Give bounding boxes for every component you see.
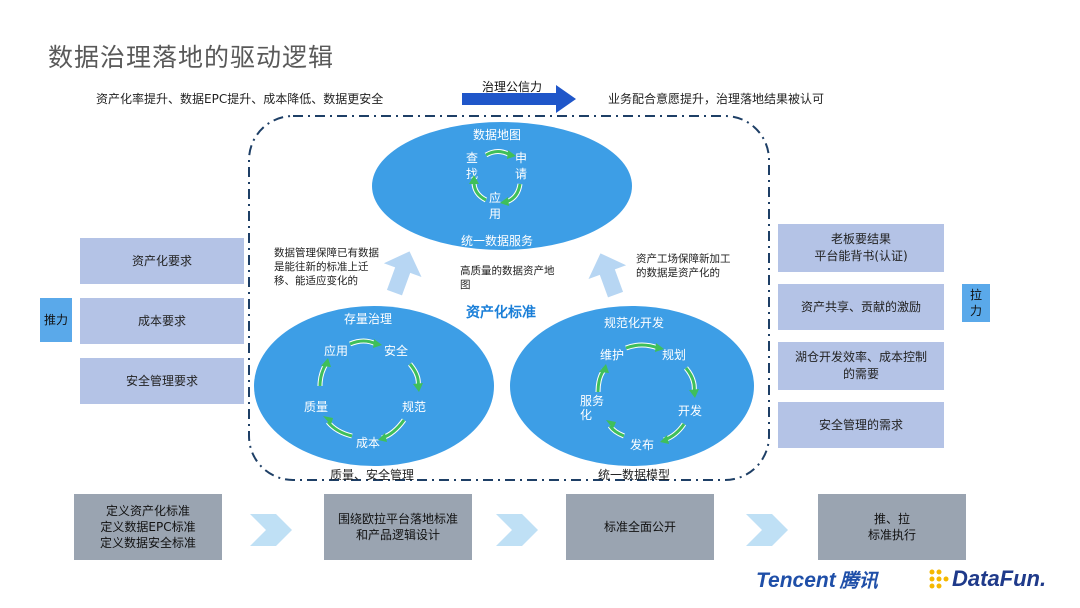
- flow-step-design: 围绕欧拉平台落地标准和产品逻辑设计: [324, 494, 472, 560]
- flow-step-define: 定义资产化标准 定义数据EPC标准 定义数据安全标准: [74, 494, 222, 560]
- right-cycle-maintain: 维护: [600, 348, 625, 362]
- push-label: 推力: [40, 298, 72, 342]
- stock-governance-title: 存量治理: [344, 312, 393, 326]
- pull-item-security-need: 安全管理的需求: [778, 402, 944, 448]
- right-cycle-service: 服务化: [580, 394, 605, 422]
- note-right: 资产工场保障新加工的数据是资产化的: [636, 253, 731, 279]
- left-cycle-norm: 规范: [402, 400, 427, 414]
- tencent-logo-text: Tencent: [756, 569, 836, 592]
- up-arrow-left: [383, 251, 422, 296]
- right-cycle-plan: 规划: [662, 348, 687, 362]
- right-cycle-arrows: [595, 342, 699, 444]
- pull-item-sharing: 资产共享、贡献的激励: [778, 284, 944, 330]
- standard-dev-ellipse: [510, 306, 754, 466]
- top-right-arrow: [462, 85, 576, 113]
- pull-label: 拉力: [962, 284, 990, 322]
- data-map-ellipse: [372, 122, 632, 250]
- left-cycle-quality: 质量: [304, 400, 329, 414]
- data-map-title: 数据地图: [473, 128, 522, 142]
- flow-chevron-1: [250, 514, 292, 546]
- top-arrow-label: 治理公信力: [482, 80, 543, 94]
- flow-chevron-2: [496, 514, 538, 546]
- left-cycle-apply: 应用: [324, 344, 349, 358]
- cycle-apply: 申请: [515, 151, 528, 181]
- center-label: 资产化标准: [466, 305, 536, 321]
- top-right-text: 业务配合意愿提升，治理落地结果被认可: [608, 92, 825, 106]
- datafun-mark-icon: [929, 569, 949, 589]
- left-cycle-safety: 安全: [384, 344, 409, 358]
- pull-item-efficiency: 湖仓开发效率、成本控制的需要: [778, 342, 944, 390]
- push-item-security: 安全管理要求: [80, 358, 244, 404]
- datafun-logo: DataFun.: [928, 566, 1046, 592]
- pull-item-boss: 老板要结果 平台能背书(认证): [778, 224, 944, 272]
- top-cycle-arrows: [469, 149, 523, 206]
- up-arrow-right: [588, 253, 627, 298]
- right-cycle-develop: 开发: [678, 404, 703, 418]
- left-cycle-arrows: [317, 338, 423, 442]
- left-caption: 质量、安全管理: [330, 468, 415, 482]
- stock-governance-ellipse: [254, 306, 494, 466]
- right-caption: 统一数据模型: [598, 468, 671, 482]
- datafun-logo-text: DataFun.: [952, 566, 1047, 591]
- standard-dev-title: 规范化开发: [604, 316, 665, 330]
- top-left-text: 资产化率提升、数据EPC提升、成本降低、数据更安全: [96, 92, 384, 106]
- left-cycle-cost: 成本: [356, 436, 381, 450]
- tencent-logo: Tencent 腾讯: [756, 566, 878, 593]
- cycle-use: 应用: [489, 191, 502, 221]
- right-cycle-release: 发布: [630, 438, 655, 452]
- note-middle: 高质量的数据资产地图: [460, 265, 555, 291]
- flow-step-publish: 标准全面公开: [566, 494, 714, 560]
- data-service-label: 统一数据服务: [461, 234, 534, 248]
- page-title: 数据治理落地的驱动逻辑: [48, 43, 335, 72]
- flow-chevron-3: [746, 514, 788, 546]
- flow-step-execute: 推、拉 标准执行: [818, 494, 966, 560]
- dashed-frame: [248, 115, 770, 481]
- push-item-asset: 资产化要求: [80, 238, 244, 284]
- tencent-logo-cn: 腾讯: [839, 571, 878, 592]
- note-left: 数据管理保障已有数据是能往新的标准上迁移、能适应变化的: [274, 247, 379, 287]
- push-item-cost: 成本要求: [80, 298, 244, 344]
